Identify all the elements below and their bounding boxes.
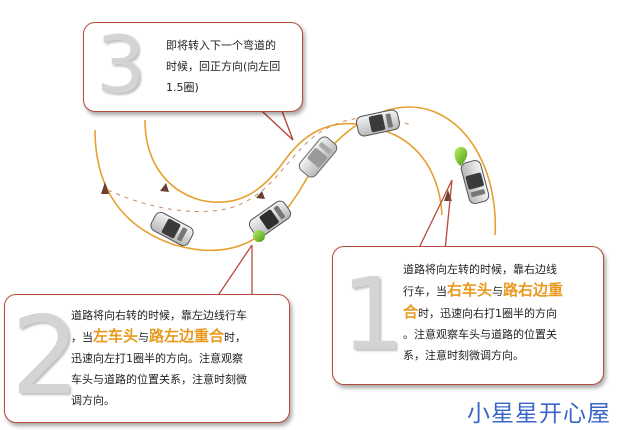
highlight-road-right-edge-end: 合 (403, 303, 419, 321)
step-number-2: 2 (11, 294, 80, 419)
callout-step-3: 3 即将转入下一个弯道的 时候，回正方向(向左回 1.5圈) (83, 22, 303, 112)
callout-step-1: 1 道路将向左转的时候，靠右边线 行车，当右车头与路右边重 合时，迅速向右打1圈… (332, 246, 604, 385)
callout2-text: 道路将向右转的时候，靠左边线行车 ，当左车头与路左边重合时， 迅速向左打1圈半的… (71, 305, 247, 411)
highlight-road-left-edge: 路左边重合 (149, 327, 225, 345)
highlight-road-right-edge: 路右边重 (503, 281, 564, 299)
callout2-line-4: 车头与道路的位置关系，注意时刻微 (71, 373, 247, 386)
brand-watermark: 小星星开心屋 (467, 401, 611, 427)
marker-right-front (454, 147, 468, 166)
road-center-line (107, 116, 411, 213)
callout2-line-5: 调方向。 (71, 394, 115, 407)
callout3-text: 即将转入下一个弯道的 时候，回正方向(向左回 1.5圈) (166, 35, 280, 98)
callout1-line-2: 行车，当右车头与路右边重 (403, 281, 564, 299)
callout1-text: 道路将向左转的时候，靠右边线 行车，当右车头与路右边重 合时，迅速向右打1圈半的… (403, 259, 563, 366)
callout1-line-3: 合时，迅速向右打1圈半的方向 (403, 303, 558, 321)
callout2-line-1: 道路将向右转的时候，靠左边线行车 (71, 309, 247, 322)
callout2-line-3: 迅速向左打1圈半的方向。注意观察 (71, 352, 243, 365)
highlight-left-car-head: 左车头 (93, 327, 139, 345)
callout1-line-1: 道路将向左转的时候，靠右边线 (403, 263, 557, 276)
car-1 (150, 211, 194, 247)
callout1-pointer (417, 179, 453, 251)
car-5 (460, 159, 490, 205)
step-number-3: 3 (96, 21, 146, 111)
callout2-line-2: ，当左车头与路左边重合时， (71, 327, 247, 345)
callout2-pointer (214, 244, 253, 301)
car-3 (298, 136, 338, 178)
highlight-right-car-head: 右车头 (447, 281, 493, 299)
callout1-pointer-b (444, 179, 453, 251)
callout-step-2: 2 道路将向右转的时候，靠左边线行车 ，当左车头与路左边重合时， 迅速向左打1圈… (4, 294, 290, 423)
road-outer-edge (94, 106, 497, 252)
car-4 (355, 109, 401, 137)
direction-arrows (101, 182, 452, 201)
callout3-line-1: 即将转入下一个弯道的 (166, 39, 276, 52)
car-2 (248, 200, 292, 238)
callout3-line-2: 时候，回正方向(向左回 (166, 60, 281, 73)
callout1-line-5: 系，注意时刻微调方向。 (403, 349, 524, 362)
step-number-1: 1 (341, 256, 405, 373)
road-inner-edge (144, 119, 443, 216)
callout1-line-4: 。注意观察车头与道路的位置关 (403, 328, 557, 341)
marker-left-front (253, 230, 265, 242)
callout3-line-3: 1.5圈) (166, 81, 199, 94)
